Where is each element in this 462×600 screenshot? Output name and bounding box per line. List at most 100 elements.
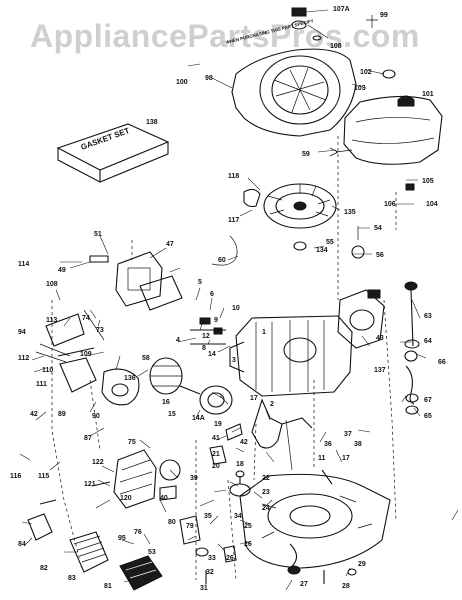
callout-113: 113 xyxy=(46,317,57,324)
callout-112: 112 xyxy=(18,355,29,362)
watermark: AppliancePartsPros.com xyxy=(30,18,420,54)
callout-34: 34 xyxy=(234,513,242,520)
callout-16: 16 xyxy=(162,399,170,406)
callout-65: 65 xyxy=(424,413,432,420)
callout-42: 42 xyxy=(30,411,38,418)
governor-parts xyxy=(179,470,251,563)
callout-106: 106 xyxy=(384,201,396,208)
callout-80: 80 xyxy=(168,519,176,526)
callout-76: 76 xyxy=(134,529,142,536)
callout-98: 98 xyxy=(205,75,213,82)
callout-25: 25 xyxy=(244,523,252,530)
crankshaft xyxy=(209,398,313,471)
callout-33: 33 xyxy=(208,555,216,562)
callout-120: 120 xyxy=(120,495,132,502)
callout-27: 27 xyxy=(300,581,308,588)
callout-labels: 107A 99 108 98 100 102 103 101 138 59 10… xyxy=(10,6,446,592)
callout-104: 104 xyxy=(426,201,438,208)
callout-4: 4 xyxy=(176,337,180,344)
callout-116: 116 xyxy=(10,473,21,480)
callout-58: 58 xyxy=(142,355,150,362)
callout-2: 2 xyxy=(270,401,274,408)
callout-5: 5 xyxy=(198,279,202,286)
callout-51: 51 xyxy=(94,231,102,238)
callout-55: 55 xyxy=(326,239,334,246)
callout-12: 12 xyxy=(202,333,210,340)
callout-56: 56 xyxy=(376,252,384,259)
callout-138: 138 xyxy=(146,119,158,126)
callout-136: 136 xyxy=(124,375,136,382)
callout-110: 110 xyxy=(42,367,53,374)
callout-26: 26 xyxy=(244,541,252,548)
callout-14: 14 xyxy=(208,351,216,358)
callout-35: 35 xyxy=(204,513,212,520)
callout-26b: 26 xyxy=(226,555,234,562)
callout-117: 117 xyxy=(228,217,239,224)
callout-101: 101 xyxy=(422,91,434,98)
callout-19: 19 xyxy=(214,421,222,428)
callout-15: 15 xyxy=(168,411,176,418)
callout-42b: 42 xyxy=(240,439,248,446)
callout-47: 47 xyxy=(166,241,174,248)
callout-134: 134 xyxy=(316,247,328,254)
callout-31: 31 xyxy=(200,585,208,592)
callout-121: 121 xyxy=(84,481,96,488)
callout-54: 54 xyxy=(374,225,382,232)
recoil-starter xyxy=(337,289,385,349)
callout-43: 43 xyxy=(376,335,384,342)
callout-107A: 107A xyxy=(333,6,350,13)
callout-24: 24 xyxy=(262,505,270,512)
callout-89: 89 xyxy=(58,411,66,418)
callout-39: 39 xyxy=(190,475,198,482)
callout-109: 109 xyxy=(80,351,92,358)
callout-60: 60 xyxy=(218,257,226,264)
callout-111: 111 xyxy=(36,381,47,388)
callout-108b: 108 xyxy=(46,281,58,288)
callout-118: 118 xyxy=(228,173,239,180)
callout-83: 83 xyxy=(68,575,76,582)
blower-housing xyxy=(231,7,378,137)
callout-8: 8 xyxy=(202,345,206,352)
callout-11: 11 xyxy=(318,455,326,462)
callout-108: 108 xyxy=(330,43,342,50)
callout-115: 115 xyxy=(38,473,49,480)
callout-81: 81 xyxy=(104,583,112,590)
callout-10: 10 xyxy=(232,305,240,312)
callout-103: 103 xyxy=(354,85,366,92)
callout-41: 41 xyxy=(212,435,220,442)
callout-64: 64 xyxy=(424,338,432,345)
air-filter xyxy=(27,499,163,591)
callout-122: 122 xyxy=(92,459,104,466)
callout-75: 75 xyxy=(128,439,136,446)
callout-66: 66 xyxy=(438,359,446,366)
callout-28: 28 xyxy=(342,583,350,590)
callout-22: 22 xyxy=(262,475,270,482)
callout-36: 36 xyxy=(324,441,332,448)
callout-59: 59 xyxy=(302,151,310,158)
callout-53: 53 xyxy=(148,549,156,556)
callout-94: 94 xyxy=(18,329,26,336)
purchase-note: WHEN PURCHASING THIS PART SPECIFY xyxy=(225,18,314,45)
callout-6: 6 xyxy=(210,291,214,298)
callout-17: 17 xyxy=(250,395,258,402)
callout-32: 32 xyxy=(206,569,214,576)
gasket-set-box: GASKET SET xyxy=(56,123,170,183)
callout-84: 84 xyxy=(18,541,26,548)
assembly-guide-lines xyxy=(51,136,397,581)
callout-82: 82 xyxy=(40,565,48,572)
leader-lines xyxy=(19,9,459,591)
oil-sump xyxy=(239,469,391,571)
carburetor-group xyxy=(35,251,183,406)
callout-3: 3 xyxy=(232,357,236,364)
callout-49: 49 xyxy=(58,267,66,274)
callout-37: 37 xyxy=(344,431,352,438)
bottom-hardware xyxy=(205,565,357,584)
gasket-set-label: GASKET SET xyxy=(80,126,131,152)
callout-9: 9 xyxy=(214,317,218,324)
cylinder-block xyxy=(190,315,353,397)
callout-38: 38 xyxy=(354,441,362,448)
callout-21: 21 xyxy=(212,451,220,458)
callout-79: 79 xyxy=(186,523,194,530)
callout-90: 90 xyxy=(92,413,100,420)
